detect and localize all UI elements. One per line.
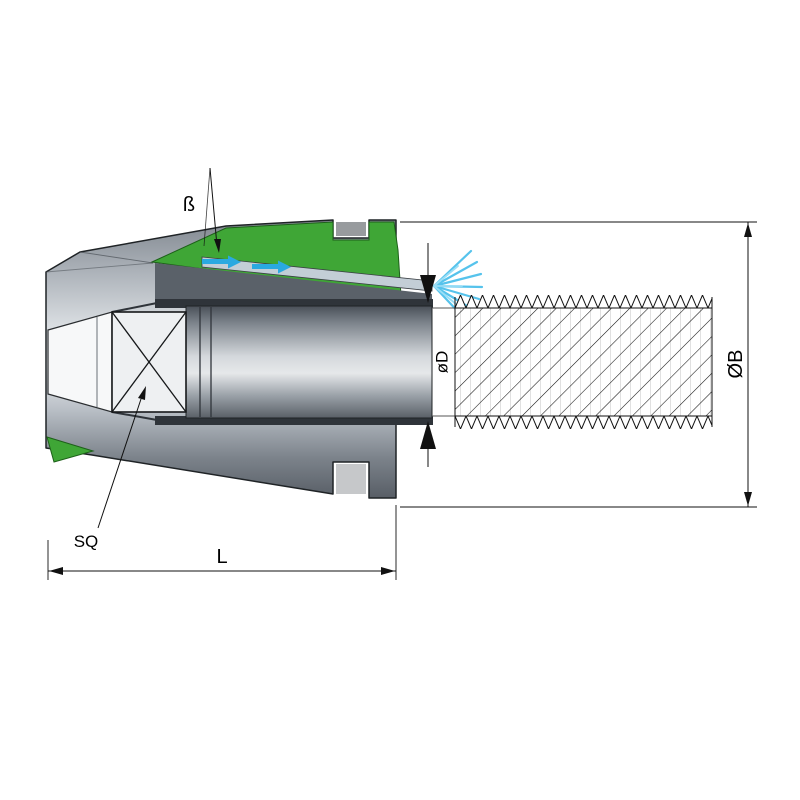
coolant-system xyxy=(201,249,484,318)
sq-label: SQ xyxy=(74,532,99,551)
square-drive-diagonal-2 xyxy=(111,311,187,413)
thread-section xyxy=(432,295,713,429)
b-arrow-bottom xyxy=(744,492,752,506)
d-label: øD xyxy=(433,351,452,374)
coolant-arrow-2 xyxy=(252,260,291,274)
tap-shank-cylinder xyxy=(185,305,433,419)
spray-ray xyxy=(432,260,479,288)
thread-teeth-top xyxy=(455,295,712,308)
l-arrow-right xyxy=(381,567,395,575)
bore-edge-bottom-left xyxy=(111,411,158,421)
l-arrow-left xyxy=(49,567,63,575)
d-arrow-top xyxy=(420,275,436,303)
bore-wedge-top xyxy=(155,263,432,307)
thread-teeth-bottom xyxy=(455,416,712,429)
bore-edge-top-left xyxy=(111,302,158,313)
bore-band-top xyxy=(155,299,433,308)
sq-arrowhead xyxy=(138,386,146,400)
dim-d: øD xyxy=(420,243,452,467)
facet-line-left xyxy=(45,262,154,273)
dim-beta: ß xyxy=(183,167,221,253)
spray-ray-inner xyxy=(433,265,459,287)
thread-hatch xyxy=(455,308,712,416)
coolant-arrow-1-head xyxy=(228,255,241,269)
dim-sq: SQ xyxy=(74,386,146,551)
d-arrow-bottom xyxy=(420,421,436,449)
spray-ray-inner xyxy=(433,285,457,305)
dim-b: ØB xyxy=(400,221,757,508)
sq-leader xyxy=(97,398,142,529)
bottom-groove-shading xyxy=(336,464,366,494)
b-arrow-top xyxy=(744,223,752,237)
coolant-arrow-2-shaft xyxy=(252,264,278,269)
bore-band-bottom xyxy=(155,416,433,425)
bore-walls xyxy=(111,263,433,425)
square-drive xyxy=(47,311,187,413)
coolant-arrow-2-head xyxy=(278,260,291,274)
coolant-arrow-1-shaft xyxy=(202,259,228,264)
tap-shank xyxy=(185,305,433,419)
b-label: ØB xyxy=(725,350,747,379)
coolant-arrow-1 xyxy=(202,255,241,269)
beta-arrowhead xyxy=(214,239,221,253)
seal-green-bottom xyxy=(46,436,95,463)
l-label: L xyxy=(216,546,227,568)
dim-l: L xyxy=(47,505,397,580)
square-drive-cavity xyxy=(47,311,113,413)
beta-label: ß xyxy=(183,194,195,216)
facet-line-top xyxy=(79,251,154,264)
top-groove-shading xyxy=(336,222,366,236)
beta-leader-leg-2 xyxy=(203,167,211,247)
spray-ray xyxy=(432,272,483,288)
beta-leader-leg-1 xyxy=(209,167,218,247)
